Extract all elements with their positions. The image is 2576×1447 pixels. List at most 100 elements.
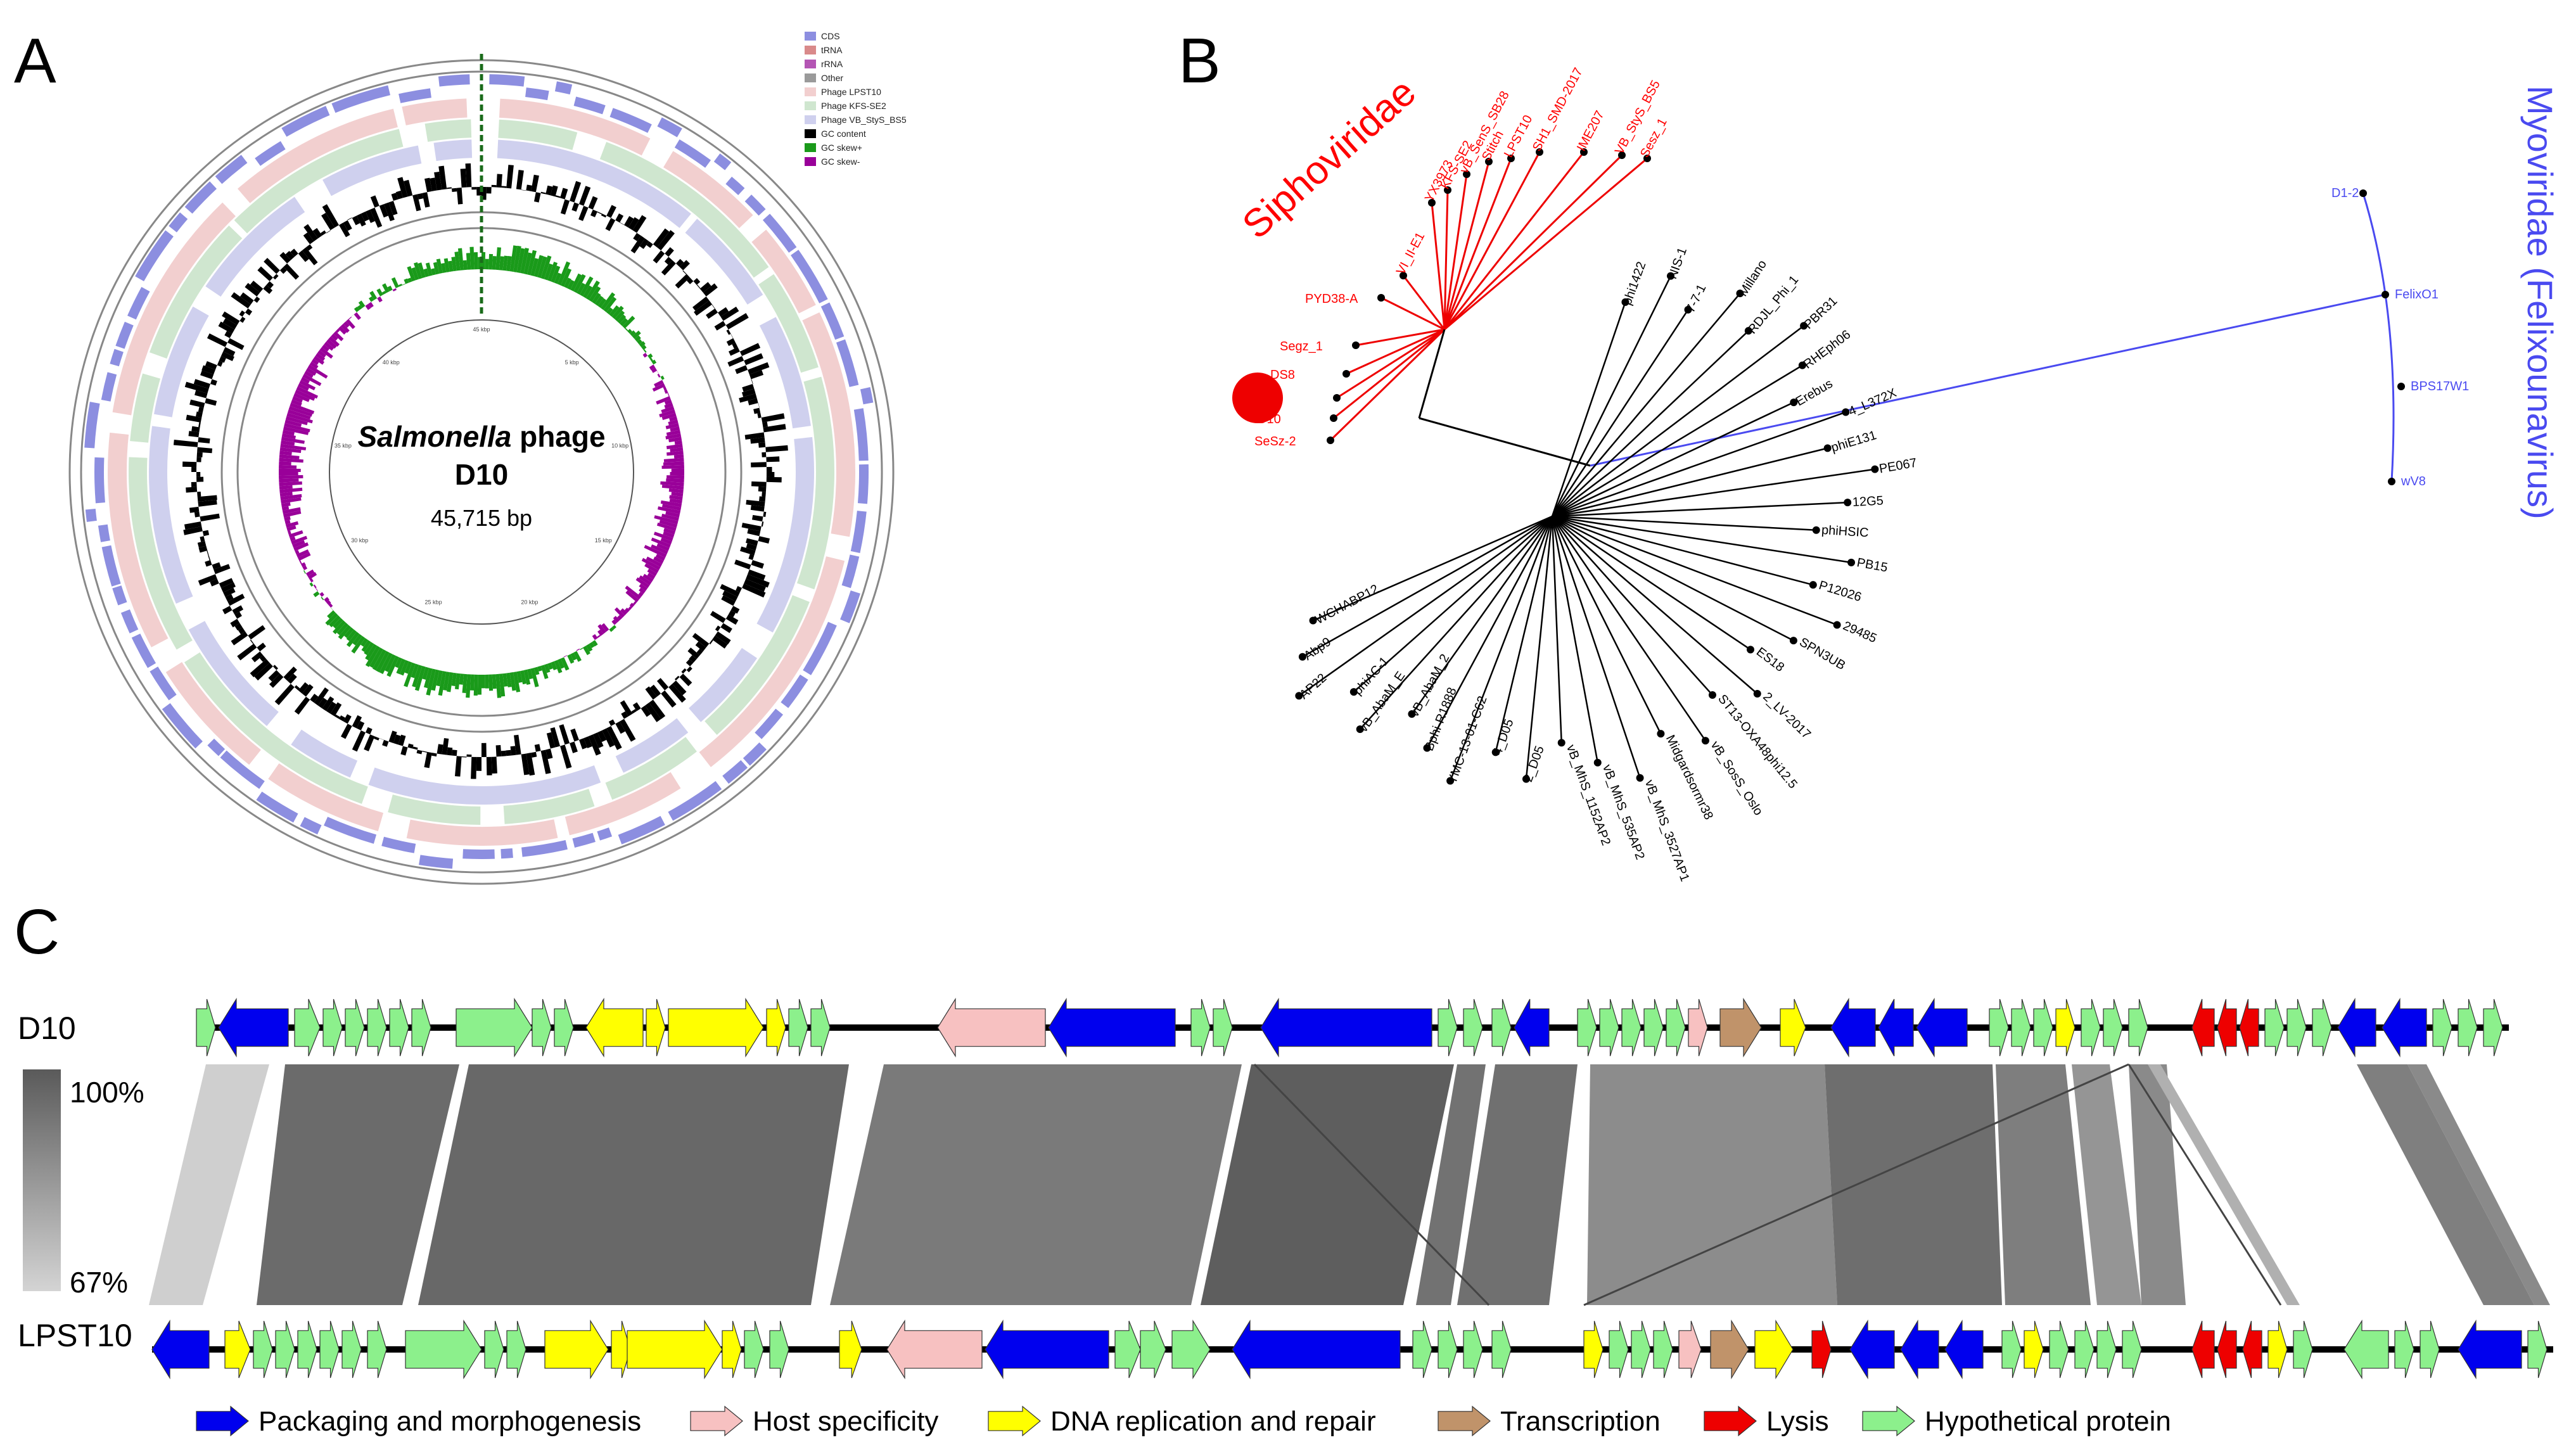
leaf-node <box>1522 775 1530 783</box>
gc-content-bar <box>746 574 770 588</box>
cds-segment <box>674 139 711 168</box>
gc-content-bar <box>758 403 760 408</box>
gc-content-bar <box>631 708 637 714</box>
gc-skew-bar <box>287 530 291 535</box>
gc-skew-bar <box>325 613 338 626</box>
gc-content-bar <box>746 543 757 551</box>
gc-content-bar <box>227 338 245 350</box>
gene-arrow <box>2001 1320 2022 1379</box>
leaf-node <box>2359 189 2367 197</box>
blast-segment <box>291 729 358 778</box>
gc-content-bar <box>198 545 208 553</box>
gc-content-bar <box>250 639 254 644</box>
gene-arrow <box>2527 1320 2547 1379</box>
gc-content-bar <box>198 574 217 586</box>
gc-skew-bar <box>576 648 580 651</box>
gc-skew-bar <box>376 288 383 296</box>
gc-content-bar <box>356 214 366 227</box>
kbp-tick-label: 40 kbp <box>383 359 400 366</box>
gc-skew-bar <box>326 339 337 349</box>
gc-skew-bar <box>279 487 303 494</box>
cds-segment <box>419 855 454 869</box>
panel-label-b: B <box>1178 25 1221 96</box>
gc-skew-bar <box>594 295 604 306</box>
gc-skew-bar <box>537 256 547 278</box>
leaf-node <box>1842 408 1850 416</box>
gc-content-bar <box>571 202 579 212</box>
gc-skew-bar <box>485 674 489 689</box>
gc-skew-bar <box>391 277 399 288</box>
blast-segment <box>154 306 209 418</box>
tree-branch <box>1551 302 1626 517</box>
gc-content-bar <box>696 648 703 656</box>
gc-skew-bar <box>377 296 383 303</box>
gc-skew-bar <box>651 359 657 365</box>
gc-content-bar <box>302 684 314 697</box>
gc-skew-bar <box>627 329 632 334</box>
blast-segment <box>150 225 243 359</box>
map-genome-size: 45,715 bp <box>431 505 532 531</box>
tree-branch <box>1552 447 1828 518</box>
gene-arrow <box>1438 998 1458 1057</box>
blast-segment <box>498 119 578 150</box>
map-legend-swatch <box>805 129 816 138</box>
gc-skew-bar <box>459 673 464 685</box>
cds-segment <box>462 849 495 859</box>
gc-content-bar <box>692 296 710 311</box>
gc-content-bar <box>182 461 197 468</box>
gc-skew-bar <box>654 515 679 525</box>
gc-content-bar <box>217 360 223 367</box>
gc-content-bar <box>466 754 472 757</box>
gc-content-bar <box>388 201 398 215</box>
gc-skew-bar <box>523 669 531 685</box>
gc-content-bar <box>197 491 201 497</box>
gc-skew-bar <box>290 402 315 414</box>
leaf-label: vB_SenS_SB28 <box>1457 89 1512 175</box>
gc-content-bar <box>675 258 684 267</box>
cds-segment <box>725 176 745 195</box>
gc-content-bar <box>197 540 207 548</box>
gene-arrow <box>2483 998 2503 1057</box>
category-label: Packaging and morphogenesis <box>258 1406 641 1437</box>
gc-content-bar <box>257 642 266 652</box>
gc-skew-bar <box>395 657 402 668</box>
gc-skew-bar <box>443 672 450 691</box>
sipho-branch <box>1443 151 1541 330</box>
gc-content-bar <box>370 207 383 228</box>
gc-content-bar <box>320 230 326 236</box>
gc-content-bar <box>615 721 625 734</box>
gc-content-bar <box>430 177 437 191</box>
gc-content-bar <box>501 750 507 756</box>
identity-scale-min: 67% <box>70 1266 128 1299</box>
cds-segment <box>573 96 606 115</box>
synteny-blocks <box>149 1063 2550 1306</box>
synteny-block <box>1201 1064 1454 1305</box>
gene-arrow <box>1989 998 2009 1057</box>
leaf-label: IME207 <box>1574 108 1607 153</box>
gene-arrow <box>2286 998 2307 1057</box>
gc-content-bar <box>674 675 680 681</box>
synteny-block <box>1587 1064 1837 1305</box>
gc-content-bar <box>511 188 516 189</box>
cds-segment <box>850 511 867 554</box>
gc-skew-bar <box>632 330 641 340</box>
cds-segment <box>853 408 869 461</box>
cds-segment <box>609 108 652 133</box>
gene-arrow <box>646 998 666 1057</box>
cds-segment <box>803 622 837 675</box>
gc-skew-bar <box>614 607 625 618</box>
gc-skew-bar <box>473 674 478 696</box>
gc-content-bar <box>197 447 213 454</box>
gc-skew-bar <box>351 314 354 317</box>
gc-skew-bar <box>649 357 653 362</box>
leaf-label: 2_LV-2017 <box>1760 690 1813 742</box>
gc-content-bar <box>272 665 278 670</box>
gc-content-bar <box>486 756 492 775</box>
gc-skew-bar <box>662 504 682 511</box>
cds-segment <box>820 302 845 340</box>
gc-skew-bar <box>661 412 677 420</box>
gc-skew-bar <box>407 265 416 282</box>
leaf-label: PB15 <box>1856 556 1889 575</box>
leaf-node <box>1736 290 1744 298</box>
gc-skew-bar <box>279 472 298 476</box>
